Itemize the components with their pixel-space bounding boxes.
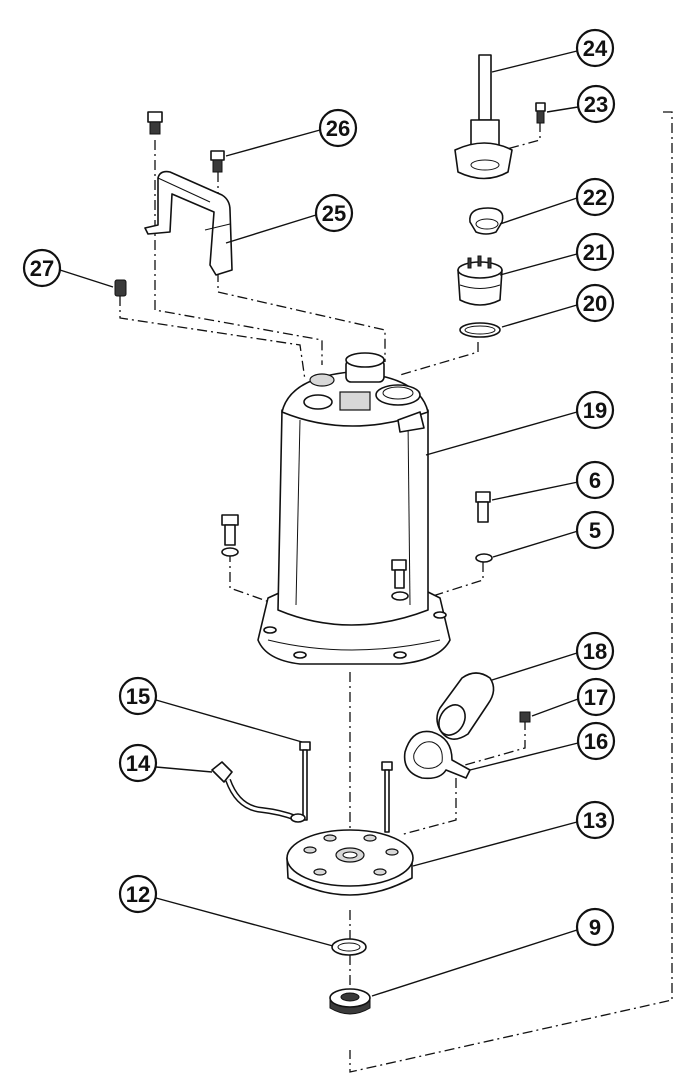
svg-text:18: 18 [583, 639, 607, 664]
callout-19: 19 [575, 390, 615, 430]
callout-23: 23 [576, 84, 616, 124]
callout-bubbles: 24 23 26 22 25 21 27 20 [22, 28, 616, 947]
part-5-washer [475, 553, 493, 563]
callout-5: 5 [575, 510, 615, 550]
part-13-end-plate [286, 829, 414, 896]
part-26-screw [210, 150, 225, 173]
svg-text:25: 25 [322, 201, 346, 226]
callout-17: 17 [576, 677, 616, 717]
part-12-o-ring [331, 938, 367, 956]
svg-text:13: 13 [583, 808, 607, 833]
callout-22: 22 [575, 177, 615, 217]
svg-text:27: 27 [30, 256, 54, 281]
long-screw-second [381, 761, 393, 833]
svg-text:16: 16 [584, 729, 608, 754]
callout-14: 14 [118, 743, 158, 783]
callout-18: 18 [575, 631, 615, 671]
part-16-clamp [403, 730, 471, 780]
callout-12: 12 [118, 874, 158, 914]
part-18-float [436, 672, 495, 740]
svg-text:24: 24 [583, 36, 608, 61]
part-25-handle [144, 170, 233, 276]
svg-text:20: 20 [583, 291, 607, 316]
svg-text:15: 15 [126, 684, 150, 709]
svg-text:5: 5 [589, 518, 601, 543]
callout-27: 27 [22, 248, 62, 288]
callout-6: 6 [575, 460, 615, 500]
svg-text:26: 26 [326, 116, 350, 141]
part-27-plug [114, 279, 127, 297]
callout-24: 24 [575, 28, 615, 68]
svg-text:22: 22 [583, 185, 607, 210]
handle-screw [147, 111, 163, 135]
callout-9: 9 [575, 907, 615, 947]
callout-26: 26 [318, 108, 358, 148]
callout-21: 21 [575, 232, 615, 272]
callout-13: 13 [575, 800, 615, 840]
svg-text:6: 6 [589, 468, 601, 493]
part-20-o-ring [459, 322, 501, 338]
flange-screw-middle [391, 559, 409, 601]
part-15-long-screw [299, 741, 311, 821]
svg-text:21: 21 [583, 240, 607, 265]
svg-text:9: 9 [589, 915, 601, 940]
part-19-motor-housing [257, 352, 451, 665]
part-21-connector [457, 255, 503, 306]
part-14-ground-wire [211, 761, 306, 823]
part-22-snap-ring [469, 207, 504, 235]
svg-text:12: 12 [126, 882, 150, 907]
svg-text:14: 14 [126, 751, 151, 776]
part-6-screw [475, 491, 491, 523]
part-9-bearing [329, 988, 371, 1015]
part-23-screw [535, 102, 546, 124]
flange-screw-left [221, 514, 239, 557]
callout-15: 15 [118, 676, 158, 716]
svg-text:17: 17 [584, 685, 608, 710]
callout-20: 20 [575, 283, 615, 323]
part-17-screw [519, 711, 531, 723]
svg-text:23: 23 [584, 92, 608, 117]
part-24-cable-fitting [454, 54, 513, 180]
callout-25: 25 [314, 193, 354, 233]
callout-16: 16 [576, 721, 616, 761]
svg-text:19: 19 [583, 398, 607, 423]
leader-lines [59, 50, 579, 997]
